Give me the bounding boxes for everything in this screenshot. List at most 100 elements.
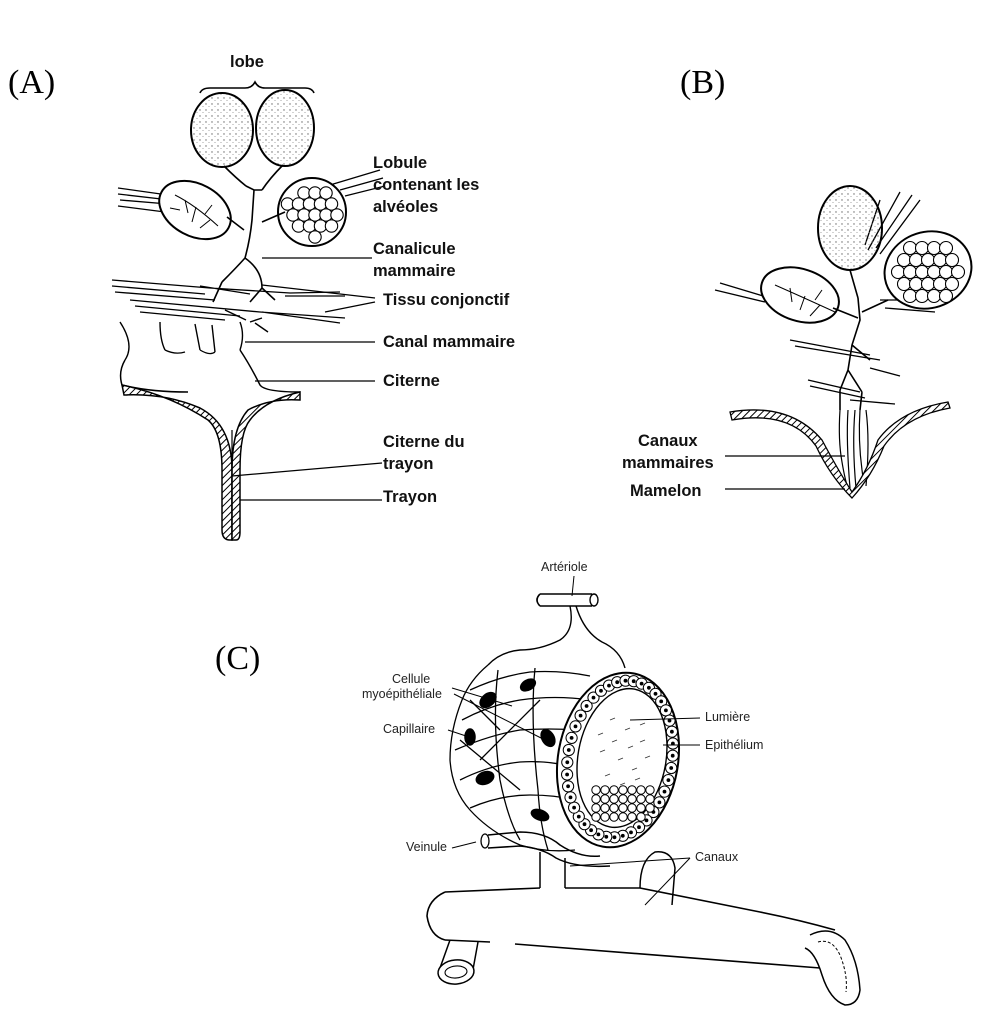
- alveolus-circle: [325, 198, 337, 210]
- cell-nucleus: [668, 719, 671, 722]
- cell-nucleus: [660, 700, 663, 703]
- cell-nucleus: [624, 679, 627, 682]
- cell-nucleus: [567, 785, 570, 788]
- cell-nucleus: [583, 823, 586, 826]
- cell-nucleus: [600, 689, 603, 692]
- cell-nucleus: [566, 773, 569, 776]
- alveolus-circle: [637, 804, 645, 812]
- cell-nucleus: [671, 754, 674, 757]
- alveolus-circle: [916, 290, 929, 303]
- lobule-dotted-b: [818, 186, 882, 270]
- main-duct-end-left: [427, 892, 445, 940]
- label-capillaire: Capillaire: [383, 722, 435, 737]
- panel-a-letter: (A): [8, 64, 55, 102]
- label-lobule-2: contenant les: [373, 175, 479, 196]
- alveolus-circle: [910, 254, 923, 267]
- alveolus-circle: [940, 266, 953, 279]
- panel-a-drawing: [112, 82, 385, 540]
- label-lumiere: Lumière: [705, 710, 750, 725]
- alveolus-circle: [928, 266, 941, 279]
- alveolus-circle: [320, 187, 332, 199]
- label-arteriole: Artériole: [541, 560, 588, 575]
- alveolus-circle: [619, 813, 627, 821]
- alveolus-circle: [601, 795, 609, 803]
- label-canalicule-1: Canalicule: [373, 239, 456, 260]
- alveolus-circle: [910, 278, 923, 291]
- cell-nucleus: [648, 686, 651, 689]
- alveolus-circle: [592, 795, 600, 803]
- alveolus-circle: [619, 804, 627, 812]
- cell-nucleus: [567, 749, 570, 752]
- label-cellule-2: myoépithéliale: [362, 687, 442, 702]
- cell-nucleus: [573, 806, 576, 809]
- alveolus-circle: [646, 795, 654, 803]
- alveolus-circle: [934, 254, 947, 267]
- alveolus-circle: [946, 254, 959, 267]
- cell-nucleus: [605, 835, 608, 838]
- alveolus-circle: [610, 813, 618, 821]
- cell-nucleus: [592, 696, 595, 699]
- alveolus-circle: [601, 813, 609, 821]
- duct-vertical: [540, 852, 565, 888]
- cell-nucleus: [670, 767, 673, 770]
- cell-nucleus: [585, 705, 588, 708]
- arteriole-end: [590, 594, 598, 606]
- cell-nucleus: [597, 833, 600, 836]
- cell-nucleus: [654, 692, 657, 695]
- cell-nucleus: [613, 836, 616, 839]
- cell-nucleus: [663, 790, 666, 793]
- alveolus-circle: [309, 231, 321, 243]
- label-canaux-1: Canaux: [638, 431, 698, 452]
- alveolus-circle: [592, 786, 600, 794]
- alveolus-circle: [628, 804, 636, 812]
- udder-wall-left: [122, 385, 232, 540]
- alveolus-circle: [898, 254, 911, 267]
- cell-nucleus: [667, 779, 670, 782]
- cell-nucleus: [579, 714, 582, 717]
- alveolus-circle: [628, 813, 636, 821]
- alveolus-circle: [904, 290, 917, 303]
- alveolus-circle: [928, 242, 941, 255]
- arteriole-branch: [488, 606, 625, 668]
- label-canal-mammaire: Canal mammaire: [383, 332, 515, 353]
- alveolus-circle: [904, 266, 917, 279]
- alveolus-circle: [946, 278, 959, 291]
- main-duct: [445, 888, 835, 968]
- alveolus-circle: [601, 804, 609, 812]
- label-cellule-1: Cellule: [392, 672, 430, 687]
- alveolus-circle: [646, 786, 654, 794]
- connective-band-2: [130, 300, 345, 323]
- panel-a-leaders: [232, 258, 382, 500]
- label-tissu-conjonctif: Tissu conjonctif: [383, 290, 509, 311]
- alveolus-circle: [619, 795, 627, 803]
- panel-c-drawing: [427, 594, 860, 1005]
- label-mamelon: Mamelon: [630, 481, 702, 502]
- alveolus-circle: [628, 786, 636, 794]
- cell-nucleus: [640, 682, 643, 685]
- alveolus-circle: [922, 254, 935, 267]
- alveolus-circle: [637, 813, 645, 821]
- label-citerne: Citerne: [383, 371, 440, 392]
- udder-wall-right: [232, 392, 300, 540]
- label-canaux-2: mammaires: [622, 453, 714, 474]
- panel-b-drawing: [715, 186, 982, 498]
- alveolus-circle: [940, 242, 953, 255]
- label-canalicule-2: mammaire: [373, 261, 456, 282]
- cell-nucleus: [645, 819, 648, 822]
- label-citerne-trayon-1: Citerne du: [383, 432, 465, 453]
- lobule-veined-b: [754, 258, 846, 332]
- alveolus-circle: [610, 795, 618, 803]
- cell-nucleus: [566, 761, 569, 764]
- alveolus-circle: [637, 795, 645, 803]
- alveolus-circle: [628, 795, 636, 803]
- alveolus-circle: [325, 220, 337, 232]
- cell-nucleus: [590, 829, 593, 832]
- alveolus-circle: [637, 786, 645, 794]
- alveolus-circle: [331, 209, 343, 221]
- citerne-outline: [121, 350, 300, 392]
- cell-nucleus: [665, 709, 668, 712]
- canal-mammaire-ducts: [120, 322, 268, 360]
- cell-nucleus: [577, 815, 580, 818]
